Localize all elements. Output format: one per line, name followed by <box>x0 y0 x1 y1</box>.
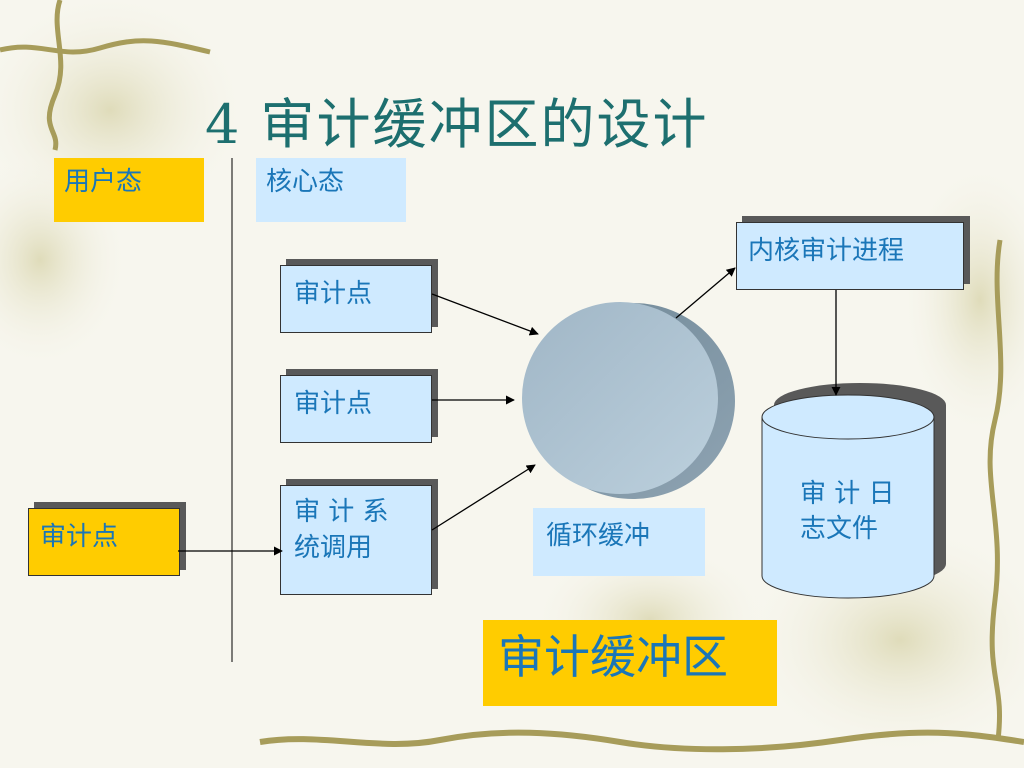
arrow-syscall-to-buffer <box>431 464 536 531</box>
ring-buffer-disk <box>522 302 735 499</box>
ring-buffer-tag <box>533 508 705 576</box>
audit-buffer-caption-box <box>483 620 777 706</box>
kernel-mode-tag <box>256 158 406 222</box>
kernel-audit-process-box <box>736 222 964 290</box>
arrow-audit-point-1-to-buffer <box>431 293 539 336</box>
user-mode-label: 用户态 <box>64 167 143 197</box>
audit-syscall-label-line1: 审 计 系 <box>294 497 389 527</box>
audit-point-box-2 <box>280 375 432 443</box>
user-audit-point-box <box>28 508 180 576</box>
audit-point-box-1 <box>280 265 432 333</box>
arrow-buffer-to-process <box>675 267 736 319</box>
kernel-audit-process-label: 内核审计进程 <box>748 236 905 266</box>
audit-point-label-1: 审计点 <box>294 279 373 309</box>
slide-title: 4 审计缓冲区的设计 <box>205 93 709 156</box>
audit-buffer-caption: 审计缓冲区 <box>498 630 728 684</box>
audit-syscall-label-line2: 统调用 <box>294 533 373 563</box>
audit-syscall-box <box>280 485 432 595</box>
ring-buffer-label: 循环缓冲 <box>546 521 651 551</box>
user-mode-tag <box>54 158 204 222</box>
log-file-cylinder <box>761 383 946 599</box>
log-file-label-line1: 审 计 日 <box>800 479 895 509</box>
audit-point-label-2: 审计点 <box>294 389 373 419</box>
user-audit-point-label: 审计点 <box>40 522 119 552</box>
kernel-mode-label: 核心态 <box>266 167 345 197</box>
log-file-label-line2: 志文件 <box>800 514 879 544</box>
